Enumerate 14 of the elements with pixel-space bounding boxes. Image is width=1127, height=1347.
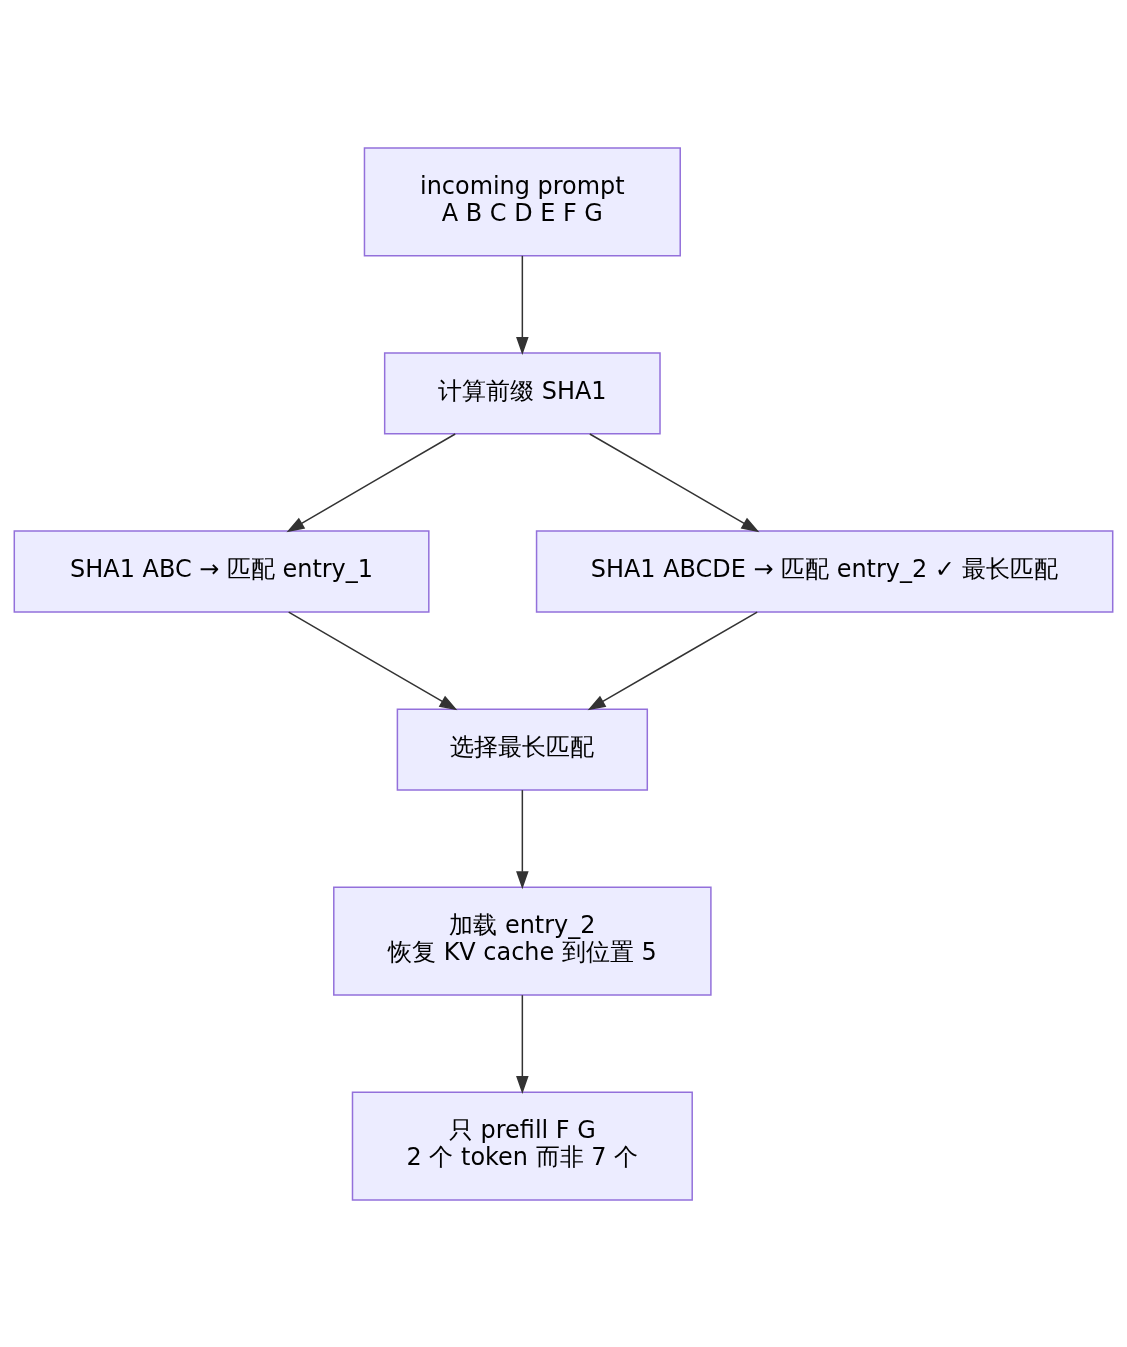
node-box: 计算前缀 SHA1 [383, 351, 661, 435]
arrow [587, 610, 758, 710]
arrow [589, 432, 760, 532]
arrow [286, 432, 456, 532]
node-box: 选择最长匹配 [396, 707, 649, 791]
arrow [516, 993, 529, 1094]
arrow [516, 254, 529, 355]
node-box: SHA1 ABC → 匹配 entry_1 [13, 529, 430, 613]
arrow [516, 788, 529, 889]
node-box: 加载 entry_2 恢复 KV cache 到位置 5 [333, 886, 712, 996]
node-box: incoming prompt A B C D E F G [363, 146, 681, 256]
arrow [287, 610, 458, 710]
node-box: SHA1 ABCDE → 匹配 entry_2 ✓ 最长匹配 [535, 529, 1114, 613]
node-box: 只 prefill F G 2 个 token 而非 7 个 [351, 1091, 693, 1201]
